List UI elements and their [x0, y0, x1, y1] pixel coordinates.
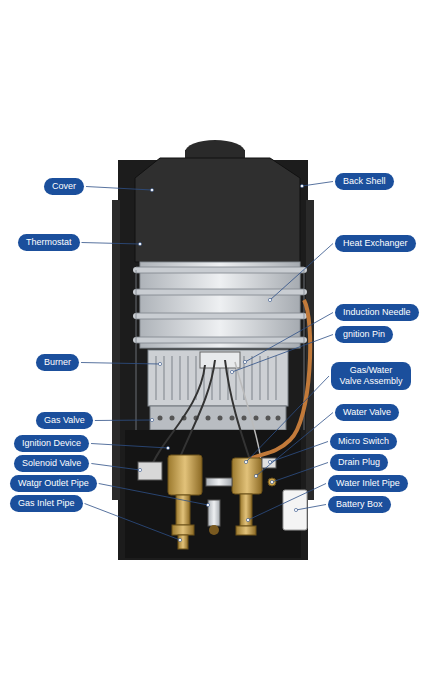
leader-dot: [150, 188, 153, 191]
leader-line: [272, 463, 328, 483]
leader-dot: [246, 518, 249, 521]
label-text: Water Valve: [343, 407, 391, 418]
leader-line: [270, 442, 328, 463]
callout-label: Gas Inlet Pipe: [10, 495, 83, 512]
leader-line: [99, 484, 208, 506]
leader-dot: [166, 446, 169, 449]
callout-label: Water Valve: [335, 404, 399, 421]
label-text: Gas/Water Valve Assembly: [339, 365, 403, 387]
label-text: Back Shell: [343, 176, 386, 187]
leader-dot: [268, 460, 271, 463]
leader-line: [302, 182, 333, 187]
leader-line: [86, 187, 152, 191]
leader-line: [232, 335, 333, 373]
leader-line: [246, 376, 329, 462]
callout-label: Thermostat: [18, 234, 80, 251]
label-text: Burner: [44, 357, 71, 368]
leader-dot: [150, 418, 153, 421]
callout-label: Induction Needle: [335, 304, 419, 321]
leader-dot: [206, 503, 209, 506]
leader-line: [270, 244, 333, 301]
label-text: Cover: [52, 181, 76, 192]
callout-label: Drain Plug: [330, 454, 388, 471]
label-text: Gas Inlet Pipe: [18, 498, 75, 509]
leader-line: [296, 505, 326, 511]
leader-line: [91, 464, 140, 471]
leader-dot: [230, 370, 233, 373]
label-text: Thermostat: [26, 237, 72, 248]
callout-label: Cover: [44, 178, 84, 195]
callout-label: Micro Switch: [330, 433, 397, 450]
callout-label: Solenoid Valve: [14, 455, 89, 472]
callout-label: Watgr Outlet Pipe: [10, 475, 97, 492]
label-text: Micro Switch: [338, 436, 389, 447]
label-text: Ignition Device: [22, 438, 81, 449]
callout-label: Burner: [36, 354, 79, 371]
label-text: Heat Exchanger: [343, 238, 408, 249]
label-text: Watgr Outlet Pipe: [18, 478, 89, 489]
leader-line: [91, 444, 168, 449]
label-text: Drain Plug: [338, 457, 380, 468]
leader-line: [85, 504, 180, 541]
callout-label: Heat Exchanger: [335, 235, 416, 252]
label-text: Induction Needle: [343, 307, 411, 318]
leader-dot: [158, 362, 161, 365]
leader-line: [82, 243, 140, 245]
leader-dot: [138, 242, 141, 245]
callout-label: Back Shell: [335, 173, 394, 190]
leader-line: [95, 420, 152, 422]
leader-line: [81, 363, 160, 365]
callout-label: gnition Pin: [335, 326, 393, 343]
label-text: Solenoid Valve: [22, 458, 81, 469]
label-text: Gas Valve: [44, 415, 85, 426]
leader-dot: [270, 480, 273, 483]
leader-dot: [254, 474, 257, 477]
callout-label: Battery Box: [328, 496, 391, 513]
callout-label: Gas Valve: [36, 412, 93, 429]
leader-line: [245, 313, 333, 363]
callout-label: Water Inlet Pipe: [328, 475, 408, 492]
leader-dot: [268, 298, 271, 301]
leader-dot: [138, 468, 141, 471]
label-text: Water Inlet Pipe: [336, 478, 400, 489]
leader-line: [248, 484, 326, 521]
label-text: gnition Pin: [343, 329, 385, 340]
callout-label: Ignition Device: [14, 435, 89, 452]
leader-dot: [300, 184, 303, 187]
callout-label: Gas/Water Valve Assembly: [331, 362, 411, 390]
leader-dot: [294, 508, 297, 511]
leader-dot: [243, 360, 246, 363]
leader-dot: [244, 460, 247, 463]
leader-dot: [178, 538, 181, 541]
leader-line: [256, 413, 333, 477]
label-text: Battery Box: [336, 499, 383, 510]
